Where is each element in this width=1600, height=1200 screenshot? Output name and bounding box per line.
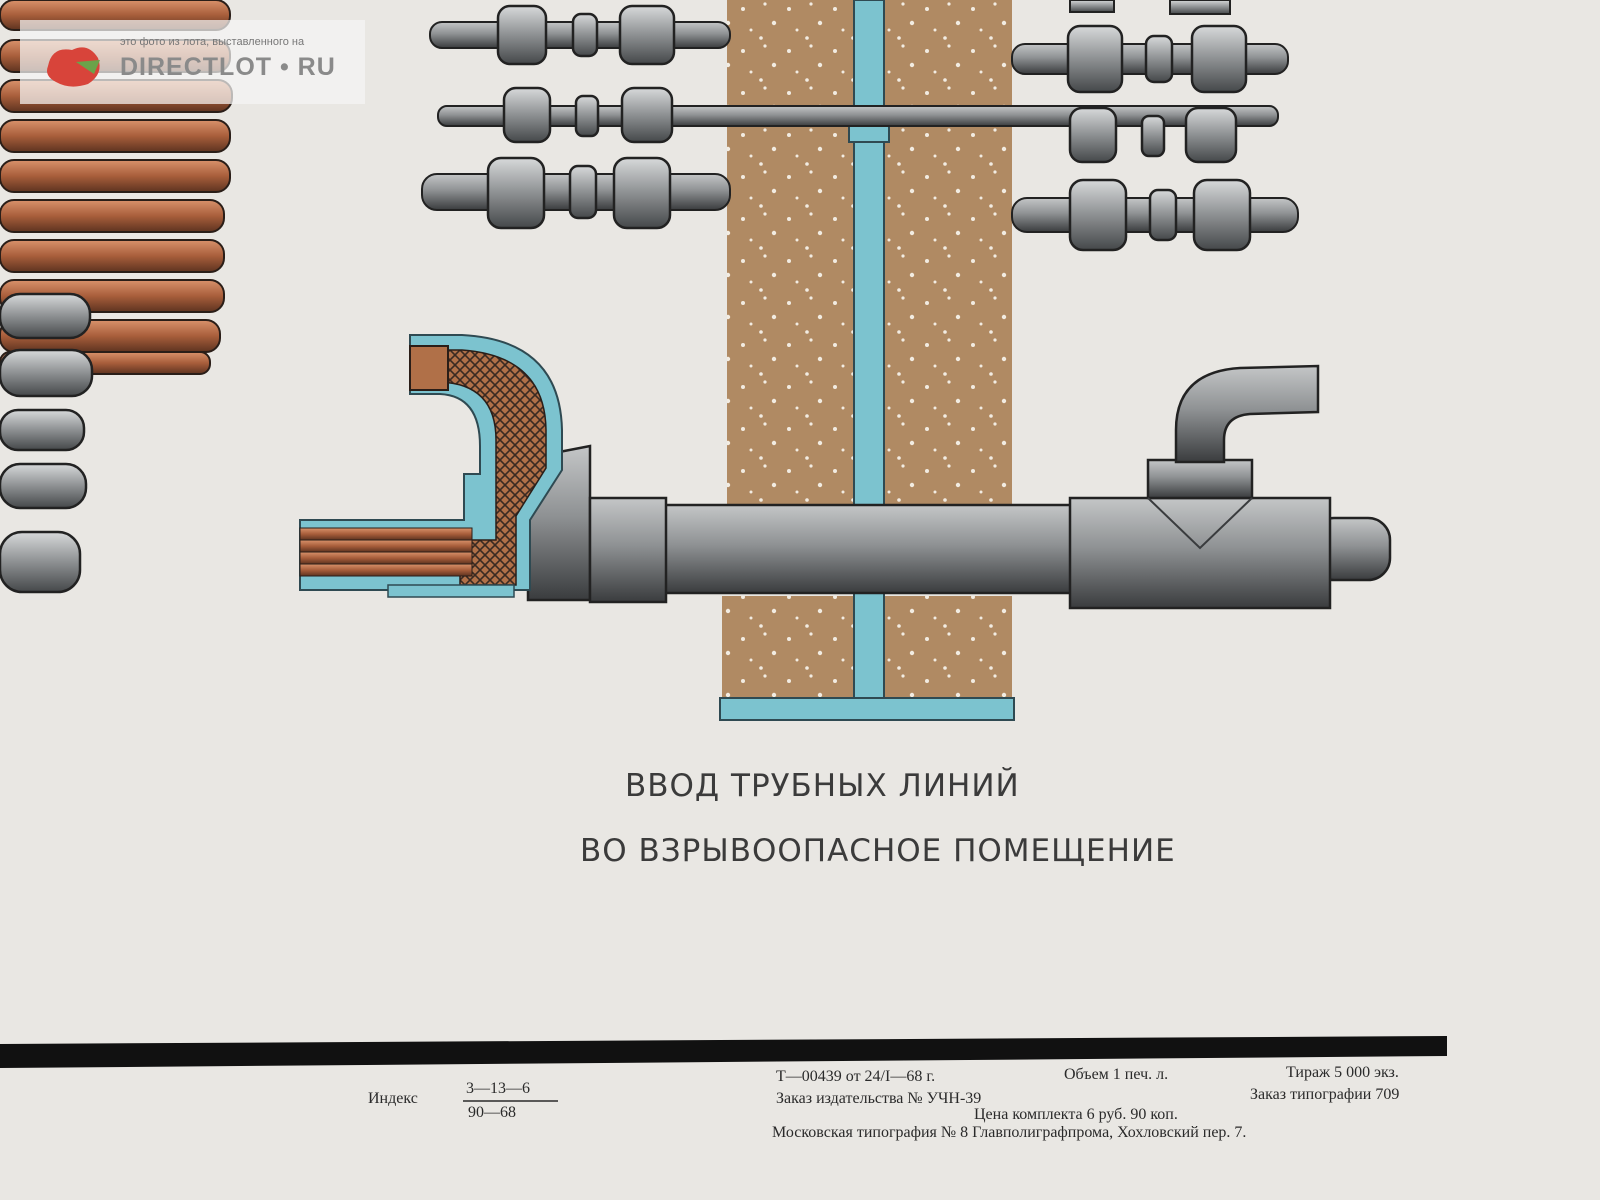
index-label: Индекс [368, 1090, 418, 1107]
bottom-rule [0, 1036, 1447, 1068]
tube-line-through-wall [437, 86, 1279, 164]
index-numerator: 3—13—6 [466, 1080, 530, 1097]
imprint-print-order: Заказ типографии 709 [1250, 1086, 1400, 1103]
main-conduit-pipe [662, 364, 1392, 610]
imprint-publisher-order: Заказ издательства № УЧН-39 [776, 1090, 982, 1107]
copper-cable-core [299, 527, 473, 577]
imprint-printer: Московская типография № 8 Главполиграфпр… [772, 1124, 1247, 1141]
seal-fitting-cutaway [299, 334, 668, 604]
watermark-logo-icon [47, 47, 100, 87]
watermark-small-text: это фото из лота, выставленного на [120, 36, 305, 48]
wall-section [719, 0, 1015, 721]
poster-title-line-1: ВВОД ТРУБНЫХ ЛИНИЙ [625, 768, 1020, 804]
left-threaded-fittings [0, 292, 94, 594]
imprint-volume: Объем 1 печ. л. [1064, 1066, 1169, 1083]
imprint-price: Цена комплекта 6 руб. 90 коп. [974, 1106, 1178, 1123]
tube-line-lower [421, 156, 1299, 252]
imprint-registration: Т—00439 от 24/I—68 г. [776, 1068, 936, 1085]
watermark-banner: это фото из лота, выставленного на DIREC… [20, 20, 365, 104]
imprint-circulation: Тираж 5 000 экз. [1286, 1064, 1399, 1081]
poster-title-line-2: ВО ВЗРЫВООПАСНОЕ ПОМЕЩЕНИЕ [580, 833, 1176, 869]
index-denominator: 90—68 [468, 1104, 516, 1121]
tube-line-top [429, 0, 1289, 94]
watermark-brand-text: DIRECTLOT • RU [120, 53, 336, 81]
